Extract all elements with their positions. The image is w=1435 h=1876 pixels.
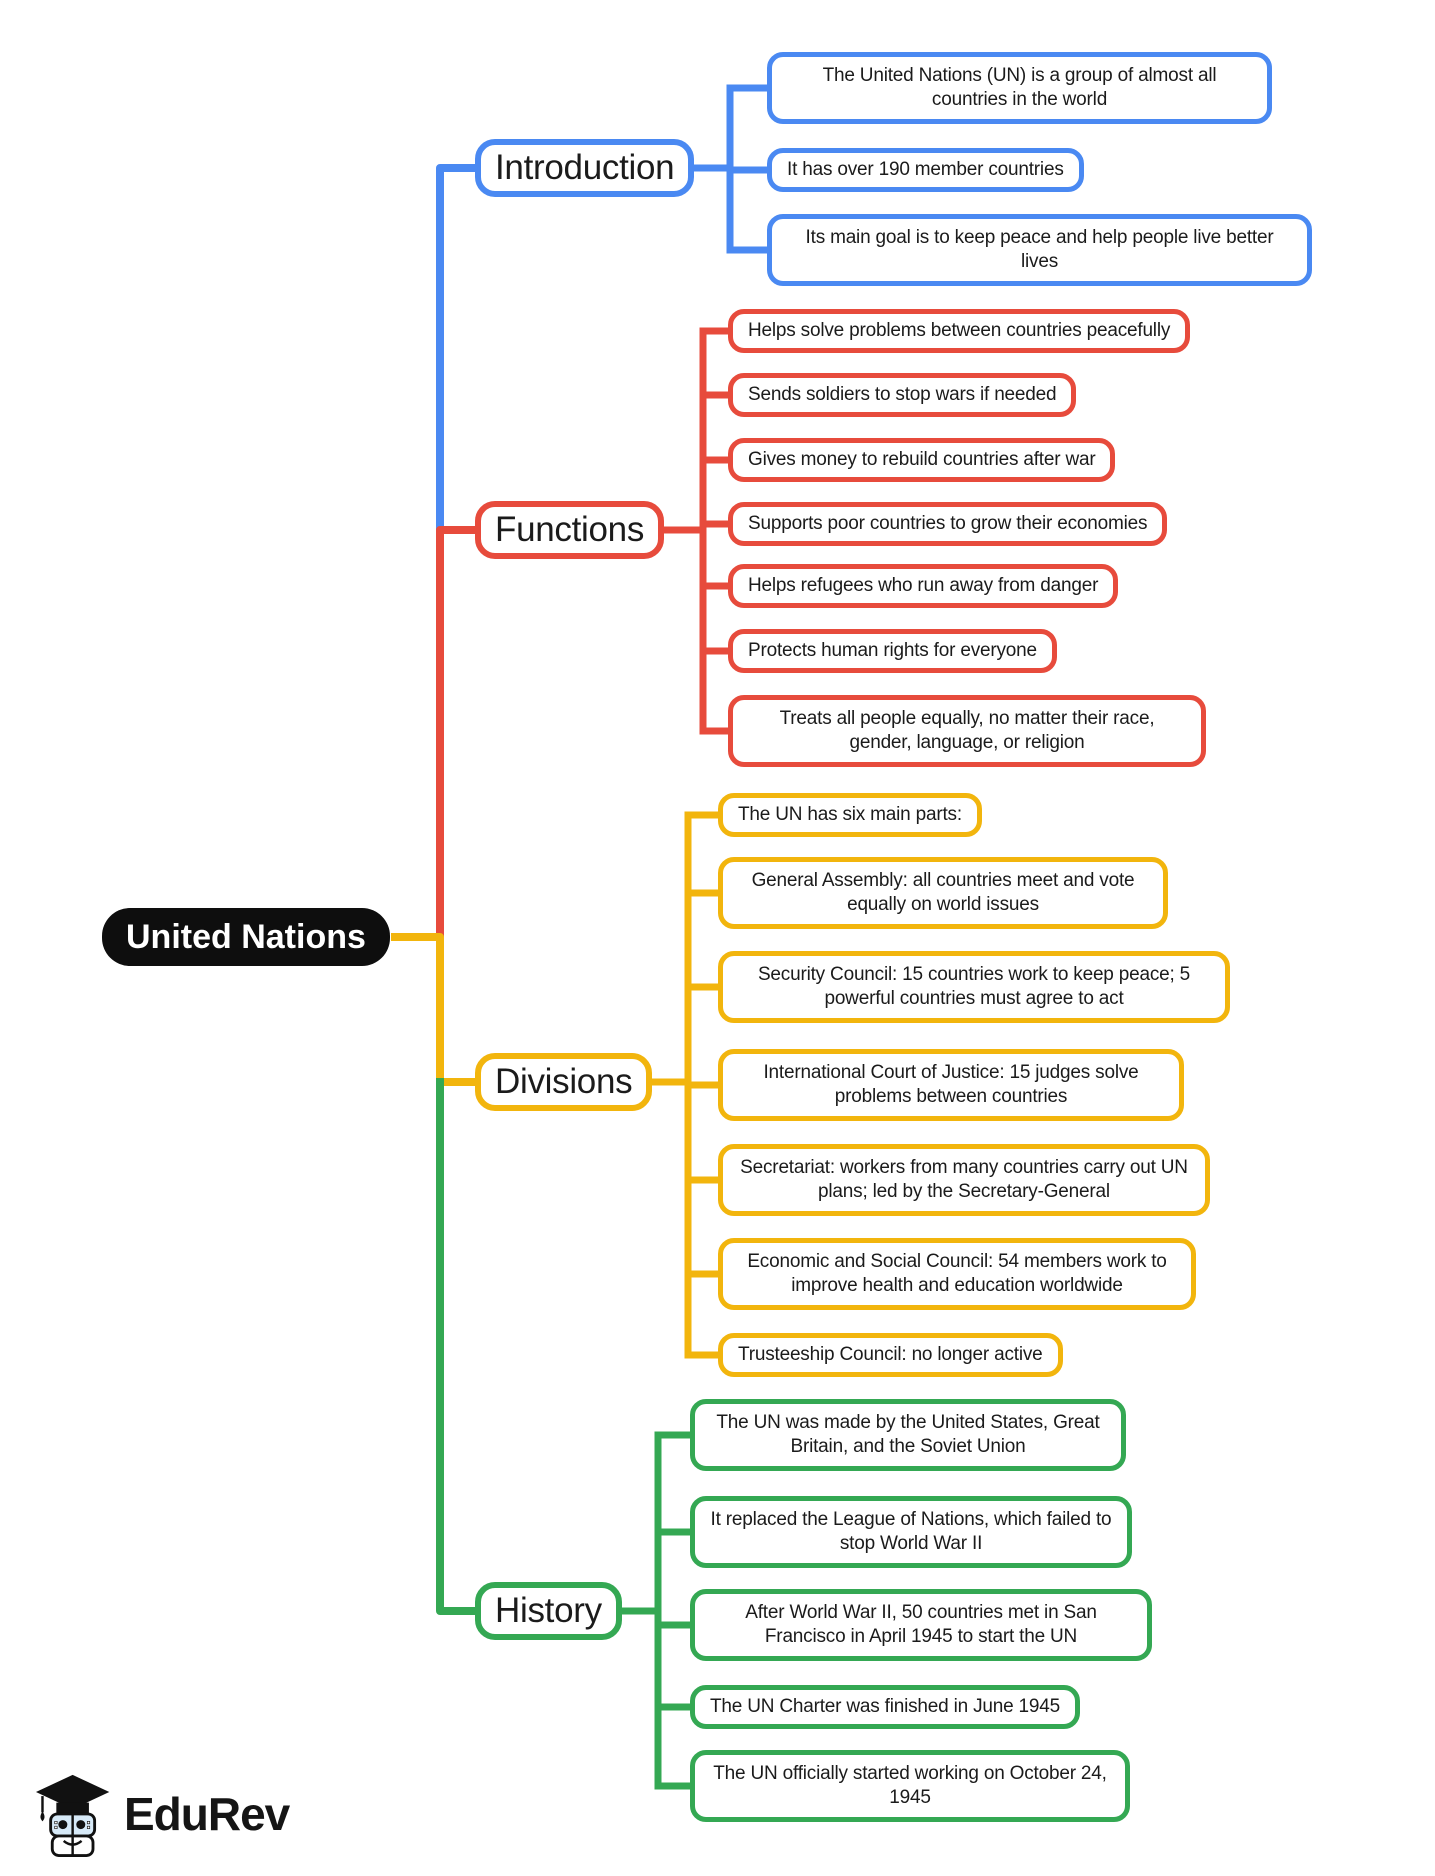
functions-child-3: Gives money to rebuild countries after w… <box>728 438 1116 482</box>
history-child-1: The UN was made by the United States, Gr… <box>690 1399 1126 1471</box>
functions-child-4: Supports poor countries to grow their ec… <box>728 502 1168 546</box>
functions-child-1: Helps solve problems between countries p… <box>728 309 1191 353</box>
trunk-introduction-line <box>436 164 484 534</box>
functions-child-2: Sends soldiers to stop wars if needed <box>728 373 1077 417</box>
edurev-logo: EduRev <box>30 1770 290 1858</box>
edurev-wordmark: EduRev <box>124 1788 290 1840</box>
history-child-4: The UN Charter was finished in June 1945 <box>690 1685 1081 1729</box>
history-child-3: After World War II, 50 countries met in … <box>690 1589 1152 1661</box>
history-child-2: It replaced the League of Nations, which… <box>690 1496 1132 1568</box>
branch-node-history: History <box>475 1582 622 1640</box>
functions-child-5: Helps refugees who run away from danger <box>728 564 1119 608</box>
branch-node-divisions: Divisions <box>475 1053 653 1111</box>
functions-child-6: Protects human rights for everyone <box>728 629 1057 673</box>
introduction-child-1: The United Nations (UN) is a group of al… <box>767 52 1272 124</box>
divisions-child-2: General Assembly: all countries meet and… <box>718 857 1168 929</box>
root-node-united-nations: United Nations <box>102 908 390 966</box>
divisions-child-5: Secretariat: workers from many countries… <box>718 1144 1210 1216</box>
divisions-child-4: International Court of Justice: 15 judge… <box>718 1049 1184 1121</box>
divisions-child-6: Economic and Social Council: 54 members … <box>718 1238 1196 1310</box>
edurev-mascot-icon <box>35 1774 110 1857</box>
trunk-divisions-line <box>391 933 482 1086</box>
divisions-child-3: Security Council: 15 countries work to k… <box>718 951 1230 1023</box>
branch-node-functions: Functions <box>475 501 665 559</box>
divisions-child-1: The UN has six main parts: <box>718 793 982 837</box>
trunk-history-line <box>436 1078 482 1615</box>
branch-node-introduction: Introduction <box>475 139 695 197</box>
history-child-5: The UN officially started working on Oct… <box>690 1750 1130 1822</box>
introduction-child-2: It has over 190 member countries <box>767 148 1084 192</box>
trunk-functions-line <box>436 526 484 941</box>
introduction-child-3: Its main goal is to keep peace and help … <box>767 214 1312 286</box>
divisions-child-7: Trusteeship Council: no longer active <box>718 1333 1063 1377</box>
functions-child-7: Treats all people equally, no matter the… <box>728 695 1206 767</box>
